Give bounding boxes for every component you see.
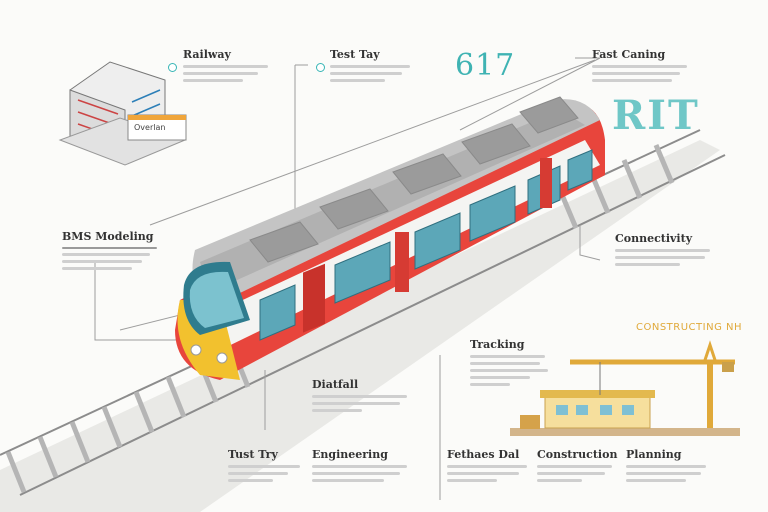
callout-test-track: Test Tay — [330, 48, 415, 86]
callout-title: Test Tay — [330, 48, 380, 61]
callout-title: Fast Caning — [592, 48, 666, 61]
test-track-marker-icon — [316, 63, 325, 72]
inset-panel-bar — [128, 115, 186, 120]
callout-connectivity: Connectivity — [615, 232, 715, 270]
callout-title: Diatfall — [312, 378, 359, 391]
construction-illustration — [510, 340, 740, 436]
callout-bms-modeling: BMS Modeling — [62, 230, 162, 274]
callout-test-try: Tust Try — [228, 448, 306, 486]
callout-railway: Railway — [183, 48, 273, 86]
inset-panel-label: Overlan — [134, 123, 166, 132]
construction-label: CONSTRUCTING NH — [636, 322, 743, 333]
callout-title: BMS Modeling — [62, 230, 154, 243]
railway-marker-icon — [168, 63, 177, 72]
brand-text: RIT — [612, 92, 700, 139]
train — [175, 96, 605, 380]
callout-title: Construction — [537, 448, 618, 461]
callout-planning: Planning — [626, 448, 711, 486]
callout-title: Engineering — [312, 448, 388, 461]
callout-tracking: Tracking — [470, 338, 550, 390]
callout-title: Tracking — [470, 338, 525, 351]
callout-fast-canning: Fast Caning — [592, 48, 692, 86]
callout-title: Planning — [626, 448, 682, 461]
callout-construction: Construction — [537, 448, 617, 486]
callout-title: Tust Try — [228, 448, 278, 461]
callout-title: Connectivity — [615, 232, 693, 245]
callout-title: Railway — [183, 48, 231, 61]
callout-features: Fethaes Dal — [447, 448, 532, 486]
headline-number: 617 — [455, 48, 516, 83]
building-cutaway-illustration — [58, 61, 187, 166]
callout-drafting: Diatfall — [312, 378, 412, 416]
callout-title: Fethaes Dal — [447, 448, 520, 461]
callout-engineering: Engineering — [312, 448, 412, 486]
